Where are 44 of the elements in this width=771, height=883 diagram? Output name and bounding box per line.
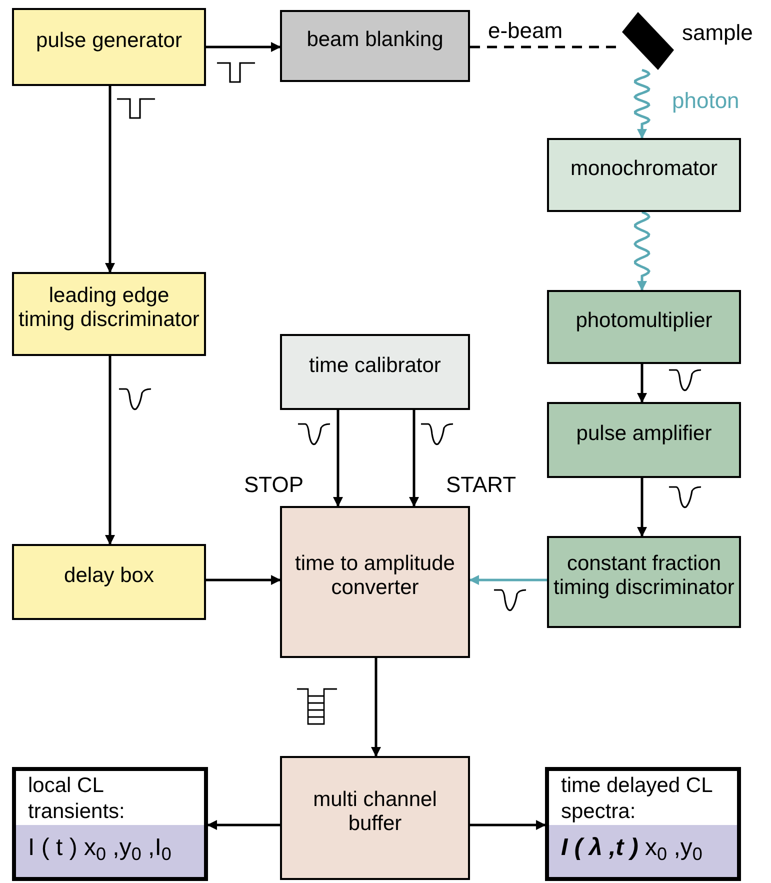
box-label: monochromator bbox=[570, 157, 718, 181]
process-box bbox=[547, 402, 741, 478]
result-formula: I ( λ ,t ) x$_{0}$ ,y$_{0}$ bbox=[549, 825, 737, 877]
box-label: time to amplitude converter bbox=[294, 552, 456, 600]
arrow bbox=[206, 575, 281, 585]
arrow bbox=[470, 820, 546, 830]
process-box bbox=[280, 506, 470, 658]
box-label: constant fraction timing discriminator bbox=[553, 552, 735, 600]
wavy-arrow bbox=[633, 68, 651, 139]
process-box bbox=[547, 290, 741, 364]
process-box bbox=[280, 334, 470, 410]
box-label: leading edge timing discriminator bbox=[18, 284, 200, 332]
box-label: time calibrator bbox=[309, 354, 441, 378]
result-box bbox=[545, 767, 741, 881]
sample-bar bbox=[622, 12, 674, 70]
process-box bbox=[12, 544, 206, 620]
arrow bbox=[207, 820, 280, 830]
box-label: multi channel buffer bbox=[312, 788, 438, 836]
wavy-arrow bbox=[634, 210, 650, 291]
box-label: pulse amplifier bbox=[576, 422, 712, 446]
result-heading: time delayed CL spectra: bbox=[560, 773, 714, 825]
arrow bbox=[371, 658, 381, 757]
process-box bbox=[280, 10, 470, 82]
arrow bbox=[105, 86, 115, 273]
process-box bbox=[12, 272, 206, 356]
arrow bbox=[409, 410, 419, 507]
arrow bbox=[469, 575, 547, 585]
process-box bbox=[12, 8, 206, 86]
result-formula: I ( t ) x$_{0}$ ,y$_{0}$ ,I$_{0}$ bbox=[16, 825, 204, 877]
result-heading: local CL transients: bbox=[27, 773, 126, 825]
arrow bbox=[333, 410, 343, 507]
box-label: beam blanking bbox=[306, 28, 444, 52]
box-label: delay box bbox=[64, 564, 154, 588]
process-box bbox=[547, 536, 741, 628]
result-box bbox=[12, 767, 208, 881]
process-box bbox=[280, 756, 470, 880]
box-label: pulse generator bbox=[36, 29, 182, 53]
arrow bbox=[206, 42, 281, 52]
box-label: photomultiplier bbox=[576, 309, 712, 333]
arrow bbox=[637, 364, 647, 403]
arrow bbox=[105, 356, 115, 545]
arrow bbox=[637, 478, 647, 537]
process-box bbox=[547, 138, 741, 212]
node-caption: sample bbox=[682, 22, 753, 44]
